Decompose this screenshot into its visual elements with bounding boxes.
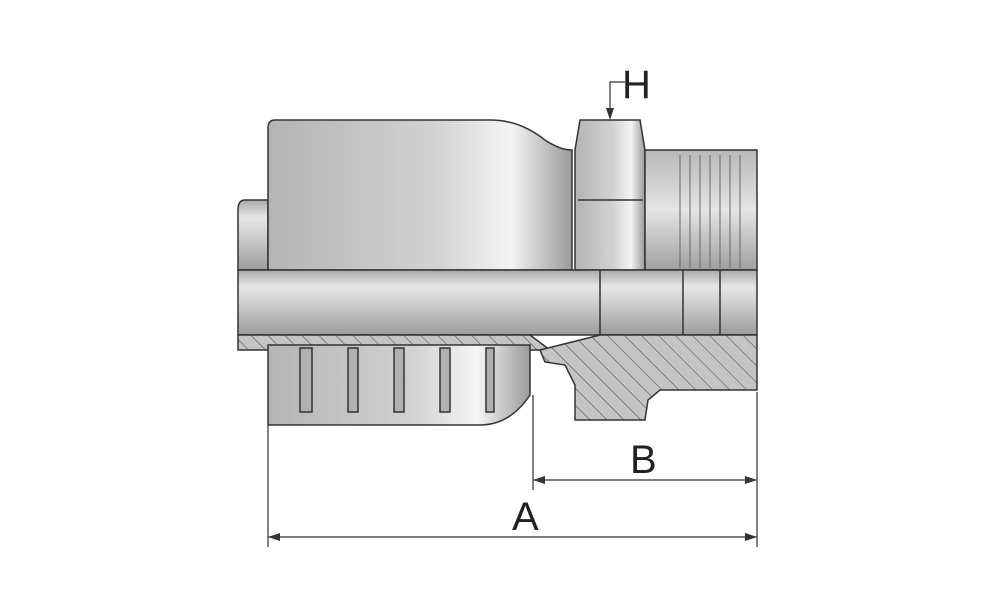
dimension-a-label: A — [512, 495, 539, 539]
nipple-bore — [237, 269, 758, 336]
nipple-stub — [237, 199, 269, 271]
hex-label: H — [622, 63, 651, 107]
hex-nut — [574, 119, 646, 271]
dimension-lines — [267, 81, 758, 547]
ferrule-teeth — [299, 347, 495, 413]
dimension-b-label: B — [630, 438, 657, 482]
body-section — [538, 334, 758, 421]
ferrule-shell — [267, 119, 573, 271]
